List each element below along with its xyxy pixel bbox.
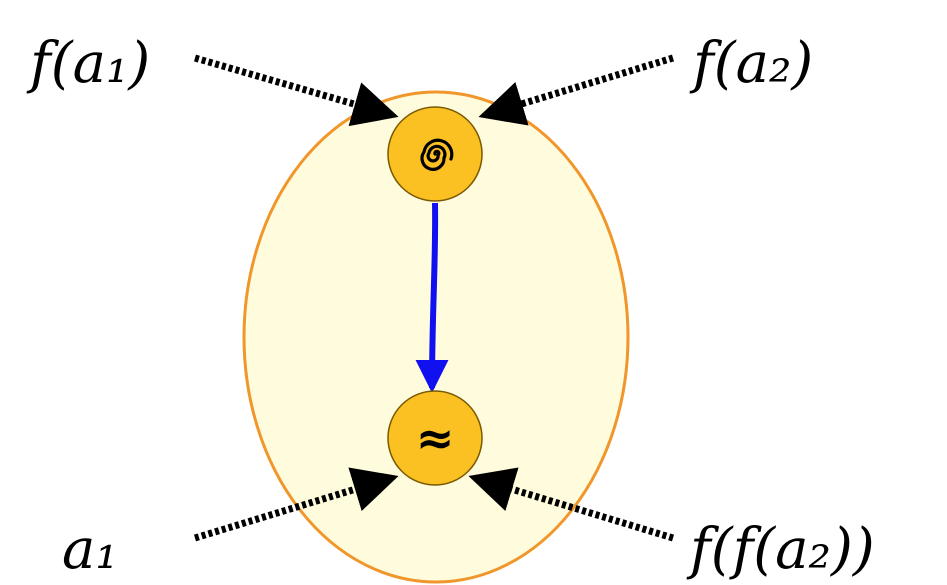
spiral-icon bbox=[420, 138, 454, 171]
edge-top-to-bottom bbox=[415, 202, 449, 393]
label-top-left: f(a₁) bbox=[26, 31, 150, 96]
edge-top-left bbox=[194, 54, 399, 127]
edge-top-right bbox=[478, 54, 675, 126]
label-bottom-right: f(f(a₂)) bbox=[686, 517, 875, 582]
approx-icon: ≈ bbox=[416, 411, 455, 465]
node-top bbox=[387, 106, 483, 202]
label-bottom-left: a₁ bbox=[62, 517, 118, 582]
node-bottom: ≈ bbox=[387, 390, 483, 486]
edge-bottom-left bbox=[193, 467, 399, 542]
equivalence-region bbox=[242, 90, 630, 584]
label-top-right: f(a₂) bbox=[689, 31, 813, 96]
